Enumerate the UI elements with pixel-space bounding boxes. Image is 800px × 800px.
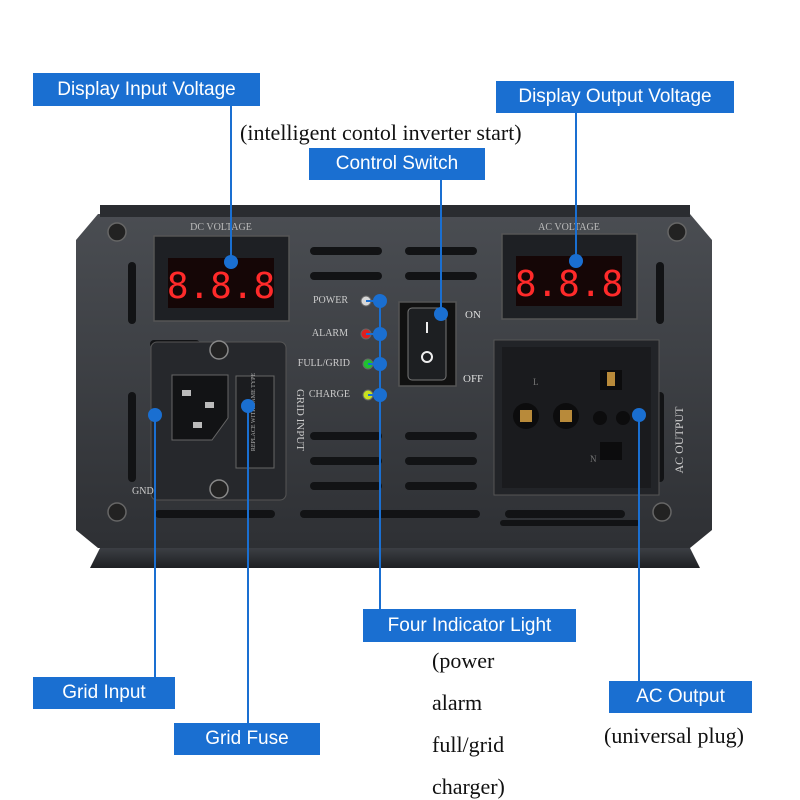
ac-output-socket: N L AC OUTPUT	[493, 339, 686, 496]
dc-voltage-display: DC VOLTAGE 8.8.8	[153, 222, 290, 322]
four-indicator-light-callout: Four Indicator Light	[363, 609, 576, 642]
indicator-note-line-2: alarm	[432, 690, 483, 715]
leader-dot-display-input	[224, 255, 238, 269]
led-label-charge: CHARGE	[309, 389, 350, 400]
mounting-foot	[90, 548, 700, 568]
ac-output-note: (universal plug)	[604, 723, 744, 748]
leader-ac-output-v	[638, 414, 640, 682]
leader-dot-indicator-1	[373, 294, 387, 308]
leader-dot-grid-input	[148, 408, 162, 422]
control-switch-callout: Control Switch	[309, 148, 485, 180]
leader-control-switch-v	[440, 180, 442, 314]
leader-display-output-v	[575, 113, 577, 261]
leader-indicator-v	[379, 300, 381, 612]
display-input-voltage-callout: Display Input Voltage	[33, 73, 260, 106]
control-switch-note: (intelligent contol inverter start)	[240, 120, 522, 145]
socket-n-label: N	[590, 454, 597, 464]
leader-dot-ac-output	[632, 408, 646, 422]
indicator-note-line-4: charger)	[432, 774, 505, 799]
leader-display-input-v	[230, 106, 232, 262]
led-label-alarm: ALARM	[312, 328, 348, 339]
switch-off-label: OFF	[463, 373, 483, 385]
switch-on-label: ON	[465, 309, 481, 321]
grid-fuse-callout: Grid Fuse	[174, 723, 320, 755]
leader-dot-indicator-4	[373, 388, 387, 402]
grid-input-module: REPLACE WITH SAME TYPE GRID INPUT GND	[132, 340, 306, 501]
grid-input-callout: Grid Input	[33, 677, 175, 709]
leader-dot-control-switch	[434, 307, 448, 321]
ac-output-callout: AC Output	[609, 681, 752, 713]
leader-grid-fuse-v	[247, 405, 249, 723]
screw-icons	[107, 222, 687, 522]
gnd-label: GND	[132, 486, 154, 497]
led-label-full-grid: FULL/GRID	[298, 358, 350, 369]
indicator-note-line-1: (power	[432, 648, 495, 673]
fuse-text: REPLACE WITH SAME TYPE	[251, 373, 257, 452]
ac-voltage-label: AC VOLTAGE	[538, 222, 600, 233]
led-label-power: POWER	[313, 295, 348, 306]
leader-dot-grid-fuse	[241, 399, 255, 413]
dc-voltage-label: DC VOLTAGE	[190, 222, 252, 233]
grid-input-panel-label: GRID INPUT	[294, 389, 306, 451]
leader-dot-indicator-3	[373, 357, 387, 371]
ac-voltage-display: AC VOLTAGE 8.8.8	[501, 222, 638, 320]
display-output-voltage-callout: Display Output Voltage	[496, 81, 734, 113]
leader-grid-input-v	[154, 414, 156, 678]
leader-dot-indicator-2	[373, 327, 387, 341]
ac-output-panel-label: AC OUTPUT	[672, 406, 686, 474]
rocker-switch: ON OFF	[398, 301, 483, 387]
indicator-note-line-3: full/grid	[432, 732, 505, 757]
leader-dot-display-output	[569, 254, 583, 268]
dc-display-digits: 8.8.8	[167, 266, 275, 307]
ac-display-digits: 8.8.8	[515, 264, 623, 305]
socket-l-label: L	[533, 377, 539, 387]
